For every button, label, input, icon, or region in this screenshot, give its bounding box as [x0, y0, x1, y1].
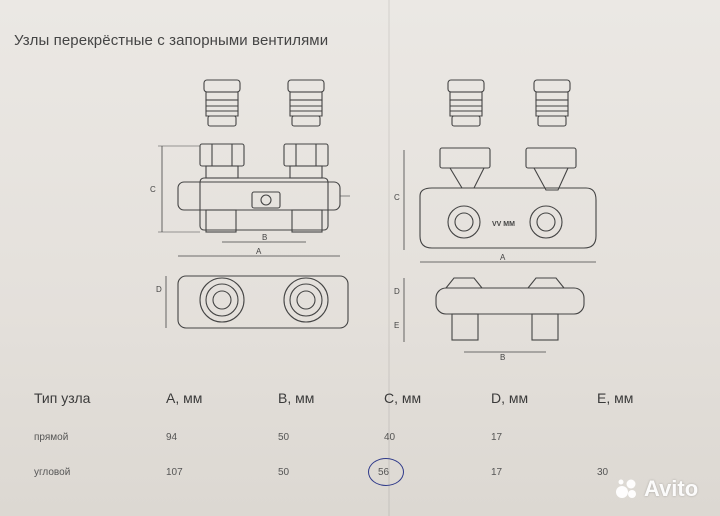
avito-logo-icon — [616, 479, 636, 498]
angled-union-right — [525, 79, 577, 191]
row-straight-type: прямой — [34, 432, 69, 443]
row-straight-c: 40 — [384, 432, 396, 443]
dim-b-angled: B — [500, 353, 505, 362]
straight-union-left — [199, 79, 245, 179]
angled-top-view — [403, 277, 585, 353]
row-angled-e: 30 — [597, 467, 609, 478]
header-d: D, мм — [491, 390, 529, 406]
header-e: E, мм — [597, 390, 634, 406]
technical-drawing: C B A D C A D E B VV MM — [150, 79, 597, 362]
straight-top-view — [165, 275, 349, 329]
handdrawn-highlight-circle — [368, 458, 404, 486]
page-fold — [388, 0, 390, 516]
dim-e-angled: E — [394, 321, 399, 330]
dim-c-straight: C — [150, 185, 156, 194]
header-type: Тип узла — [34, 390, 91, 406]
dim-b-straight: B — [262, 233, 267, 242]
straight-front-view — [158, 79, 350, 257]
row-angled-type: угловой — [34, 467, 71, 478]
header-b: B, мм — [278, 390, 315, 406]
angled-front-view — [403, 79, 597, 263]
valve-badge: VV MM — [492, 221, 515, 228]
header-a: A, мм — [166, 390, 203, 406]
dim-a-straight: A — [256, 247, 262, 256]
header-c: C, мм — [384, 390, 422, 406]
row-straight-a: 94 — [166, 432, 178, 443]
dim-d-angled: D — [394, 287, 400, 296]
row-angled-a: 107 — [166, 467, 183, 478]
dim-a-angled: A — [500, 253, 506, 262]
avito-watermark: Avito — [614, 476, 698, 502]
page-title: Узлы перекрёстные с запорными вентилями — [14, 32, 329, 49]
watermark-text: Avito — [644, 476, 699, 501]
dim-c-angled: C — [394, 193, 400, 202]
angled-union-left — [439, 79, 491, 189]
straight-union-right — [283, 79, 329, 179]
row-angled-b: 50 — [278, 467, 290, 478]
dim-d-straight: D — [156, 285, 162, 294]
row-angled-d: 17 — [491, 467, 503, 478]
row-straight-d: 17 — [491, 432, 503, 443]
row-straight-b: 50 — [278, 432, 290, 443]
